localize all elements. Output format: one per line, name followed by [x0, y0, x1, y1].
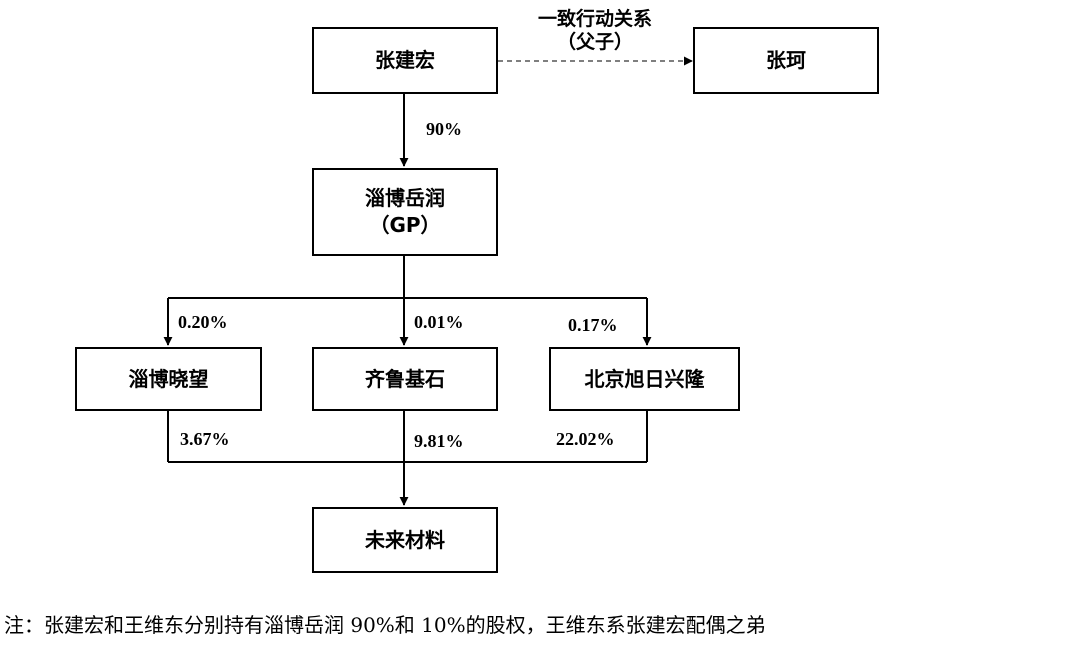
node-qilu-jishi: 齐鲁基石: [312, 347, 498, 411]
node-weilai-cailiao: 未来材料: [312, 507, 498, 573]
edge-label-22-02: 22.02%: [556, 429, 615, 449]
footnote: 注：张建宏和王维东分别持有淄博岳润 90%和 10%的股权，王维东系张建宏配偶之…: [4, 613, 766, 637]
node-zibo-yuerun-line1: 淄博岳润: [365, 186, 445, 210]
edge-label-0-01: 0.01%: [414, 312, 464, 332]
relation-line2: （父子）: [556, 30, 633, 53]
edge-label-90: 90%: [426, 119, 462, 139]
node-beijing-xuri: 北京旭日兴隆: [549, 347, 740, 411]
edge-label-9-81: 9.81%: [414, 431, 464, 451]
node-zibo-yuerun-line2: （GP）: [369, 213, 441, 237]
edge-label-3-67: 3.67%: [180, 429, 230, 449]
node-zibo-yuerun: 淄博岳润 （GP）: [312, 168, 498, 256]
node-zhang-ke: 张珂: [693, 27, 879, 94]
relation-label: 一致行动关系 （父子）: [510, 8, 680, 54]
edge-label-0-17: 0.17%: [568, 315, 618, 335]
edge-label-0-20: 0.20%: [178, 312, 228, 332]
node-zhang-jianhong: 张建宏: [312, 27, 498, 94]
relation-line1: 一致行动关系: [537, 8, 652, 30]
node-zibo-xiaowang: 淄博晓望: [75, 347, 262, 411]
